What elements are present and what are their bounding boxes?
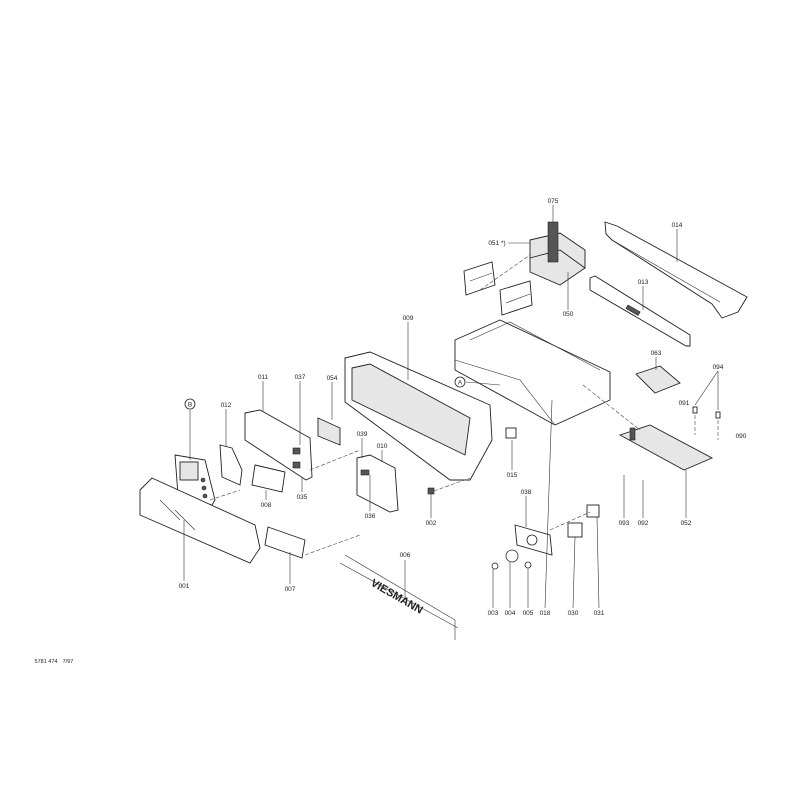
part-094-fasteners	[692, 406, 721, 440]
label-054: 054	[327, 375, 338, 382]
svg-text:B: B	[188, 402, 192, 409]
label-035: 035	[297, 494, 308, 501]
part-004-knob	[505, 549, 519, 563]
part-014-cover	[604, 221, 748, 319]
label-063: 063	[651, 350, 662, 357]
callout-b: B	[184, 398, 196, 410]
part-001-front-door	[139, 477, 261, 564]
label-039: 039	[357, 431, 368, 438]
part-003-nut	[491, 562, 499, 570]
part-006-label: VIESMANN	[339, 554, 459, 640]
label-038: 038	[521, 489, 532, 496]
part-002-clip	[427, 487, 435, 495]
part-grille-left	[463, 261, 496, 296]
part-008-cover	[251, 464, 286, 493]
part-module-b	[174, 454, 216, 506]
label-030: 030	[568, 610, 579, 617]
label-003: 003	[488, 610, 499, 617]
label-006: 006	[400, 552, 411, 559]
part-grille-right	[499, 280, 533, 316]
part-010-panel	[356, 454, 399, 513]
part-005-washer	[524, 561, 532, 569]
part-labels: 075 051 *) 014 013 050 009 011 037 054 0…	[179, 198, 747, 617]
label-037: 037	[295, 374, 306, 381]
label-018: 018	[540, 610, 551, 617]
part-050-board-stack	[529, 221, 586, 286]
label-093: 093	[619, 520, 630, 527]
part-063-board	[635, 365, 681, 394]
part-009-front-frame	[344, 351, 493, 481]
label-090: 090	[736, 433, 747, 440]
part-housing-tray	[454, 319, 611, 426]
label-052: 052	[681, 520, 692, 527]
part-031-switch	[586, 504, 600, 518]
label-091: 091	[679, 400, 690, 407]
label-012: 012	[221, 402, 232, 409]
label-008: 008	[261, 502, 272, 509]
label-014: 014	[672, 222, 683, 229]
callout-a: A	[454, 376, 466, 388]
label-092: 092	[638, 520, 649, 527]
part-012-bracket	[219, 444, 243, 486]
document-number: 5781 474	[35, 659, 58, 665]
part-038-plate	[514, 524, 553, 556]
label-004: 004	[505, 610, 516, 617]
part-011-frame	[244, 409, 313, 481]
label-075: 075	[548, 198, 559, 205]
label-036: 036	[365, 513, 376, 520]
svg-text:A: A	[458, 380, 463, 387]
label-013: 013	[638, 279, 649, 286]
leader-lines	[183, 205, 719, 609]
label-007: 007	[285, 586, 296, 593]
label-031: 031	[594, 610, 605, 617]
label-051: 051 *)	[488, 240, 505, 247]
part-015-clip	[505, 427, 517, 439]
part-052-board	[618, 424, 714, 471]
part-007-cover	[264, 526, 306, 559]
label-001: 001	[179, 583, 190, 590]
label-050: 050	[563, 311, 574, 318]
label-015: 015	[507, 472, 518, 479]
document-date: 7/97	[63, 659, 74, 665]
part-030-thermostat	[567, 522, 583, 538]
label-009: 009	[403, 315, 414, 322]
part-054-board	[317, 417, 341, 446]
label-010: 010	[377, 443, 388, 450]
part-013-strip	[589, 275, 691, 347]
label-011: 011	[258, 374, 269, 381]
label-005: 005	[523, 610, 534, 617]
label-094: 094	[713, 364, 724, 371]
label-002: 002	[426, 520, 437, 527]
